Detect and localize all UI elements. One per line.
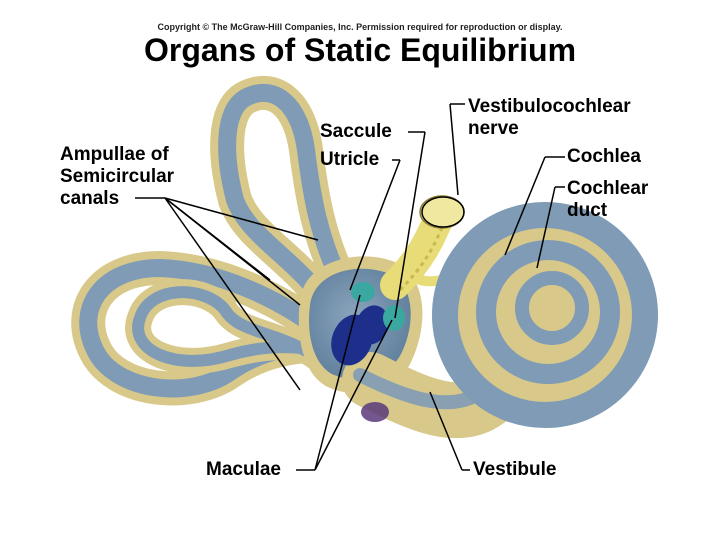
- cochlea-spiral: [445, 215, 645, 415]
- label-vestibulocochlear-nerve: Vestibulocochlear nerve: [468, 96, 631, 140]
- label-cochlear-duct-line1: Cochlear: [567, 178, 648, 200]
- label-ampullae-line2: Semicircular: [60, 166, 174, 188]
- label-vestibulocochlear-line2: nerve: [468, 118, 631, 140]
- saccule-marker: [351, 282, 375, 302]
- label-saccule: Saccule: [320, 121, 392, 143]
- label-vestibule: Vestibule: [473, 459, 556, 481]
- label-ampullae-line3: canals: [60, 188, 174, 210]
- label-cochlea: Cochlea: [567, 146, 641, 168]
- label-vestibulocochlear-line1: Vestibulocochlear: [468, 96, 631, 118]
- label-ampullae-line1: Ampullae of: [60, 144, 174, 166]
- label-utricle: Utricle: [320, 149, 379, 171]
- label-cochlear-duct: Cochlear duct: [567, 178, 648, 222]
- round-window: [361, 402, 389, 422]
- utricle-marker: [383, 305, 405, 331]
- label-maculae: Maculae: [206, 459, 281, 481]
- label-cochlear-duct-line2: duct: [567, 200, 648, 222]
- label-ampullae: Ampullae of Semicircular canals: [60, 144, 174, 210]
